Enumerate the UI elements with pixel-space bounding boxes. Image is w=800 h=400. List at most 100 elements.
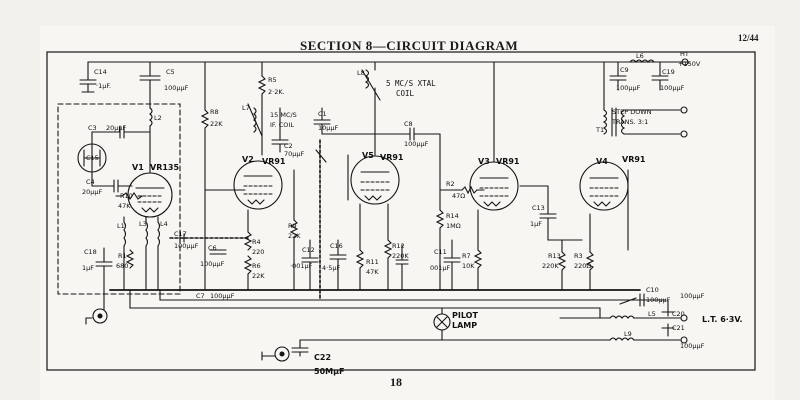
label-l3: L3 xyxy=(139,220,147,228)
label-c6: C6 xyxy=(208,244,217,252)
label-c14: C14 xyxy=(94,68,107,76)
label-step-down: STEP DOWN xyxy=(612,108,652,116)
label-r7-value: 10K xyxy=(462,262,475,270)
label-c5-value: 100µµF xyxy=(164,84,189,92)
label-c7: C7 xyxy=(196,292,205,300)
label-c5: C5 xyxy=(166,68,175,76)
label-r14: R14 xyxy=(446,212,459,220)
label-l7-if: IF. COIL xyxy=(270,121,294,129)
label-c6-value: 100µµF xyxy=(200,260,225,268)
label-r4-value: 220 xyxy=(252,248,264,256)
label-r4: R4 xyxy=(252,238,261,246)
label-v5-type: VR91 xyxy=(380,153,404,162)
label-l7: L7 xyxy=(242,104,250,112)
v1-shield-box xyxy=(57,103,181,295)
label-c2-value: 70µµF xyxy=(284,150,305,158)
valve-v5 xyxy=(350,155,400,205)
label-c7-value: 100µµF xyxy=(210,292,235,300)
label-c17: C17 xyxy=(174,230,187,238)
label-t1: T1 xyxy=(595,126,604,134)
label-r11-value: 47K xyxy=(366,268,379,276)
label-c18-value: 1µF xyxy=(82,264,94,272)
label-c14-value: ·1µF. xyxy=(96,82,111,90)
label-r3-value: 220Ω xyxy=(574,262,591,270)
label-c16: C16 xyxy=(330,242,343,250)
label-c21-value: 100µµF xyxy=(680,342,705,350)
label-c4-value: 20µµF xyxy=(82,188,103,196)
label-r8-value: 22K xyxy=(210,120,223,128)
label-c22-value: 50MµF xyxy=(314,367,344,376)
label-l6: L6 xyxy=(636,52,644,60)
label-c8: C8 xyxy=(404,120,413,128)
label-r9-value: 22K xyxy=(288,232,301,240)
label-r1: R1 xyxy=(118,252,127,260)
label-c17-value: 100µµF xyxy=(174,242,199,250)
label-c20: C20 xyxy=(672,310,685,318)
label-c22: C22 xyxy=(314,353,331,362)
label-r1-value: 680 xyxy=(116,262,128,270)
label-r10-value: 47K xyxy=(118,202,131,210)
label-c4: C4 xyxy=(86,178,95,186)
label-c3-value: 20µµF xyxy=(106,124,127,132)
label-c20-value: 100µµF xyxy=(680,292,705,300)
label-r2-value: 47Ω xyxy=(452,192,465,200)
label-c21: C21 xyxy=(672,324,685,332)
label-pilot: PILOT xyxy=(452,311,478,320)
label-c10-value: 100µµF xyxy=(646,296,671,304)
label-ht: HT xyxy=(680,50,689,58)
label-c12: C12 xyxy=(302,246,315,254)
label-l7-freq: 15 MC/S xyxy=(270,111,297,119)
label-r10: R10 xyxy=(120,192,133,200)
label-v1: V1 xyxy=(132,163,144,172)
label-c18: C18 xyxy=(84,248,97,256)
label-c19: C19 xyxy=(662,68,675,76)
label-v2-type: VR91 xyxy=(262,157,286,166)
label-l4: L4 xyxy=(160,220,168,228)
label-c2: C2 xyxy=(284,142,293,150)
label-r12-value: 220K xyxy=(392,252,409,260)
label-v4: V4 xyxy=(596,157,608,166)
label-c3: C3 xyxy=(88,124,97,132)
label-c11-value: 001µF xyxy=(430,264,451,272)
page-reference: 12/44 xyxy=(738,33,759,43)
diagram-frame xyxy=(46,51,756,371)
label-r5: R5 xyxy=(268,76,277,84)
label-r5-value: 2·2K. xyxy=(268,88,285,96)
label-v3: V3 xyxy=(478,157,490,166)
page-title: SECTION 8—CIRCUIT DIAGRAM xyxy=(300,38,519,53)
page-number: 18 xyxy=(390,375,402,389)
label-l1: L1 xyxy=(117,222,125,230)
label-l5: L5 xyxy=(648,310,656,318)
label-v2: V2 xyxy=(242,155,254,164)
label-c13: C13 xyxy=(532,204,545,212)
label-v1-type: VR135 xyxy=(150,163,179,172)
label-r12: R12 xyxy=(392,242,405,250)
label-c12-value: ·001µF xyxy=(290,262,313,270)
label-r14-value: 1MΩ xyxy=(446,222,461,230)
label-l9: L9 xyxy=(624,330,632,338)
label-trans-ratio: TRANS. 3:1 xyxy=(611,118,648,126)
label-r13-value: 220K xyxy=(542,262,559,270)
label-c9: C9 xyxy=(620,66,629,74)
label-r7: R7 xyxy=(462,252,471,260)
label-c16-value: 4·5µF xyxy=(322,264,340,272)
label-v5: V5 xyxy=(362,151,374,160)
label-c8-value: 100µµF xyxy=(404,140,429,148)
label-l2: L2 xyxy=(154,114,162,122)
label-r3: R3 xyxy=(574,252,583,260)
label-r6: R6 xyxy=(252,262,261,270)
label-xtal: 5 MC/S XTAL xyxy=(386,79,436,88)
label-c19-value: 100µµF xyxy=(660,84,685,92)
label-v4-type: VR91 xyxy=(622,155,646,164)
label-lamp: LAMP xyxy=(452,321,477,330)
valve-v1 xyxy=(127,172,173,218)
label-coil: COIL xyxy=(396,89,415,98)
valve-v3 xyxy=(469,161,519,211)
valve-v4 xyxy=(579,161,629,211)
label-r2: R2 xyxy=(446,180,455,188)
label-c9-value: 100µµF xyxy=(616,84,641,92)
label-c13-value: 1µF xyxy=(530,220,542,228)
label-c15: C15 xyxy=(86,154,99,162)
label-c10: C10 xyxy=(646,286,659,294)
